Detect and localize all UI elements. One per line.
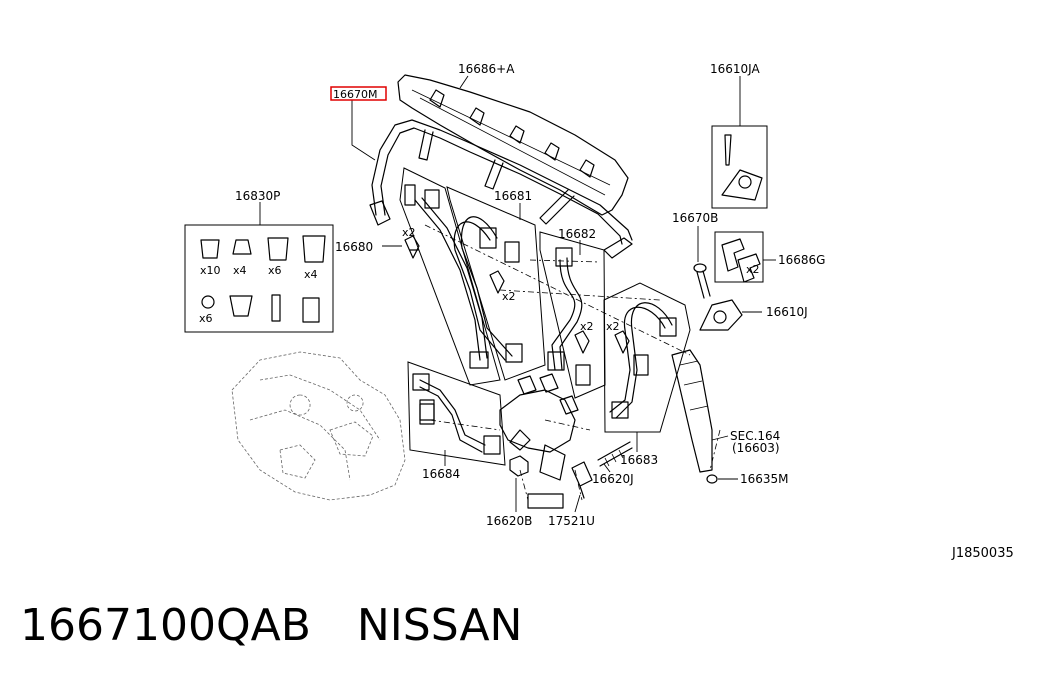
- nut-16620B[interactable]: [509, 455, 529, 477]
- label-16610JA[interactable]: 16610JA: [710, 62, 761, 76]
- bracket-clip-16686G[interactable]: [714, 231, 764, 283]
- label-16686G[interactable]: 16686G: [778, 253, 825, 267]
- leak-off-hose[interactable]: [369, 119, 633, 259]
- brand-name: NISSAN: [356, 600, 523, 651]
- label-16620B[interactable]: 16620B: [486, 514, 532, 528]
- label-sec-164[interactable]: SEC.164: [730, 429, 780, 443]
- label-16610J[interactable]: 16610J: [766, 305, 808, 319]
- clamp-16610JA[interactable]: [711, 125, 768, 209]
- bolt-16670B[interactable]: [693, 263, 711, 299]
- common-rail-body[interactable]: [499, 373, 579, 481]
- label-16635M[interactable]: 16635M: [740, 472, 789, 486]
- clamp-16610J[interactable]: [699, 299, 743, 331]
- seal-kit-16830P[interactable]: [184, 224, 334, 333]
- label-16670B[interactable]: 16670B: [672, 211, 718, 225]
- washer-16635M[interactable]: [706, 474, 718, 484]
- label-16670M[interactable]: 16670M: [333, 88, 377, 101]
- label-16620J[interactable]: 16620J: [592, 472, 634, 486]
- qty-kit-cap3: x6: [268, 264, 282, 277]
- injection-tube-16683[interactable]: [603, 282, 691, 433]
- label-16682[interactable]: 16682: [558, 227, 596, 241]
- label-16680[interactable]: 16680: [335, 240, 373, 254]
- stud-16620J[interactable]: [597, 441, 633, 467]
- qty-clip-left: x2: [402, 226, 416, 239]
- drawing-code: J1850035: [951, 546, 1014, 561]
- qty-clip-a: x2: [502, 290, 516, 303]
- qty-clip-c: x2: [606, 320, 620, 333]
- qty-bracket-clip: x2: [746, 263, 760, 276]
- engine-outline: [231, 351, 406, 501]
- reference-lines: [424, 224, 721, 501]
- injector[interactable]: [671, 349, 713, 473]
- qty-kit-cap1: x10: [200, 264, 221, 277]
- label-16686A[interactable]: 16686+A: [458, 62, 515, 76]
- injection-tube-16681[interactable]: [446, 186, 546, 381]
- label-16684[interactable]: 16684: [422, 467, 460, 481]
- injection-tube-16680[interactable]: [399, 167, 501, 386]
- injection-tube-16682[interactable]: [539, 231, 606, 399]
- pressure-sensor-17521U[interactable]: [527, 461, 593, 509]
- qty-clip-b: x2: [580, 320, 594, 333]
- highlight-box: [330, 86, 387, 101]
- fuel-rail-bracket[interactable]: [397, 74, 629, 216]
- injection-tube-16684[interactable]: [407, 361, 506, 466]
- footer-caption: 1667100QAB NISSAN: [20, 600, 522, 651]
- label-16683[interactable]: 16683: [620, 453, 658, 467]
- part-number: 1667100QAB: [20, 600, 311, 651]
- label-leaders: [259, 75, 776, 513]
- label-17521U[interactable]: 17521U: [548, 514, 595, 528]
- label-16681[interactable]: 16681: [494, 189, 532, 203]
- clip-icons: [404, 184, 440, 421]
- qty-kit-washer: x6: [199, 312, 213, 325]
- qty-kit-cap4: x4: [304, 268, 318, 281]
- label-16830P[interactable]: 16830P: [235, 189, 280, 203]
- qty-kit-cap2: x4: [233, 264, 247, 277]
- label-sec-16603: (16603): [732, 441, 780, 455]
